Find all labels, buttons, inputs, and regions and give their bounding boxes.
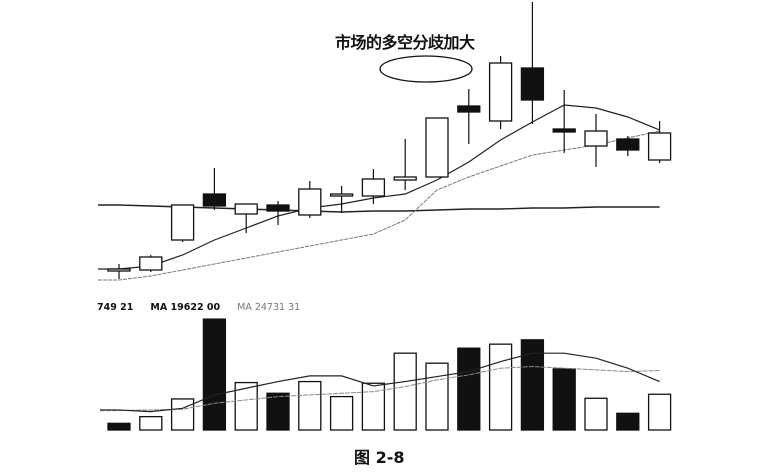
candle-body — [457, 105, 481, 113]
candle — [647, 121, 672, 163]
figure-caption: 图 2-8 — [354, 448, 405, 467]
candle — [234, 203, 258, 233]
volume-bar — [520, 339, 545, 431]
candle — [393, 139, 417, 190]
volume-bar — [457, 347, 481, 431]
volume-bar — [139, 415, 163, 431]
candle-body — [520, 67, 545, 101]
candle-body — [584, 130, 608, 147]
candle-body — [488, 62, 513, 122]
volume-bar — [488, 343, 513, 431]
volume-bar — [329, 395, 354, 431]
volume-ma-fast-value: MA 19622 00 — [150, 302, 221, 313]
candle — [361, 169, 386, 204]
candle — [266, 201, 290, 225]
candle-body — [425, 117, 449, 178]
volume-bar — [361, 382, 386, 431]
volume-legend: 749 21 MA 19622 00 MA 24731 31 — [97, 302, 314, 313]
volume-value: 749 21 — [97, 302, 134, 313]
candle — [616, 136, 640, 156]
candle — [584, 114, 608, 167]
candle-body — [266, 204, 290, 212]
candle-body — [234, 203, 258, 215]
volume-bar — [584, 397, 608, 431]
candle — [457, 89, 481, 144]
candle — [329, 186, 354, 213]
candle — [139, 255, 163, 272]
volume-bar — [393, 352, 417, 431]
volume-bar — [234, 381, 258, 431]
volume-bar — [425, 362, 449, 431]
volume-bar — [266, 392, 290, 431]
candle — [425, 117, 449, 178]
candle-body — [552, 128, 576, 133]
annotation-ellipse — [379, 55, 473, 83]
volume-bar — [202, 318, 227, 431]
volume-ma-slow-value: MA 24731 31 — [237, 302, 301, 313]
candle-body — [329, 193, 354, 197]
volume-ma-fast-line — [100, 352, 660, 413]
candle-body — [170, 204, 195, 241]
volume-bar — [170, 398, 195, 431]
candle-body — [107, 268, 131, 272]
volume-bar — [552, 368, 576, 431]
candle — [552, 90, 576, 153]
volume-bar — [616, 412, 640, 431]
candle — [520, 2, 545, 124]
candle-body — [647, 132, 672, 161]
candle-body — [616, 138, 640, 151]
candle — [488, 56, 513, 129]
candle-body — [202, 193, 227, 207]
candle — [202, 168, 227, 210]
candle — [298, 181, 322, 218]
candle-body — [298, 188, 322, 216]
chart-title: 市场的多空分歧加大 — [335, 33, 475, 52]
volume-bar — [298, 380, 322, 431]
volume-bar — [107, 422, 131, 431]
volume-bar — [647, 393, 672, 431]
volume-ma-slow-line — [100, 366, 660, 412]
candle-body — [393, 176, 417, 181]
candle — [107, 264, 131, 279]
candle-body — [361, 178, 386, 197]
candle-body — [139, 256, 163, 271]
candle — [170, 204, 195, 242]
